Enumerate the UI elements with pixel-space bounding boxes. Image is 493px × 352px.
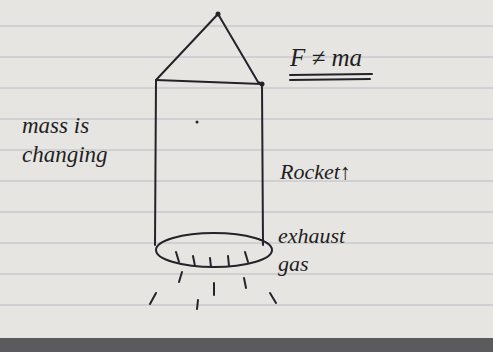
rocket-dots: [196, 12, 265, 124]
mass-note: mass is changing: [22, 112, 132, 170]
ruled-lines: [0, 26, 493, 305]
bottom-bar: [0, 338, 493, 352]
exhaust-strokes: [150, 272, 276, 309]
exhaust-label: exhaust gas: [278, 222, 378, 277]
rocket-label: Rocket↑: [280, 158, 351, 186]
rocket-outline: [155, 14, 272, 267]
double-underline: [290, 74, 372, 80]
formula-label: F ≠ ma: [290, 42, 362, 73]
